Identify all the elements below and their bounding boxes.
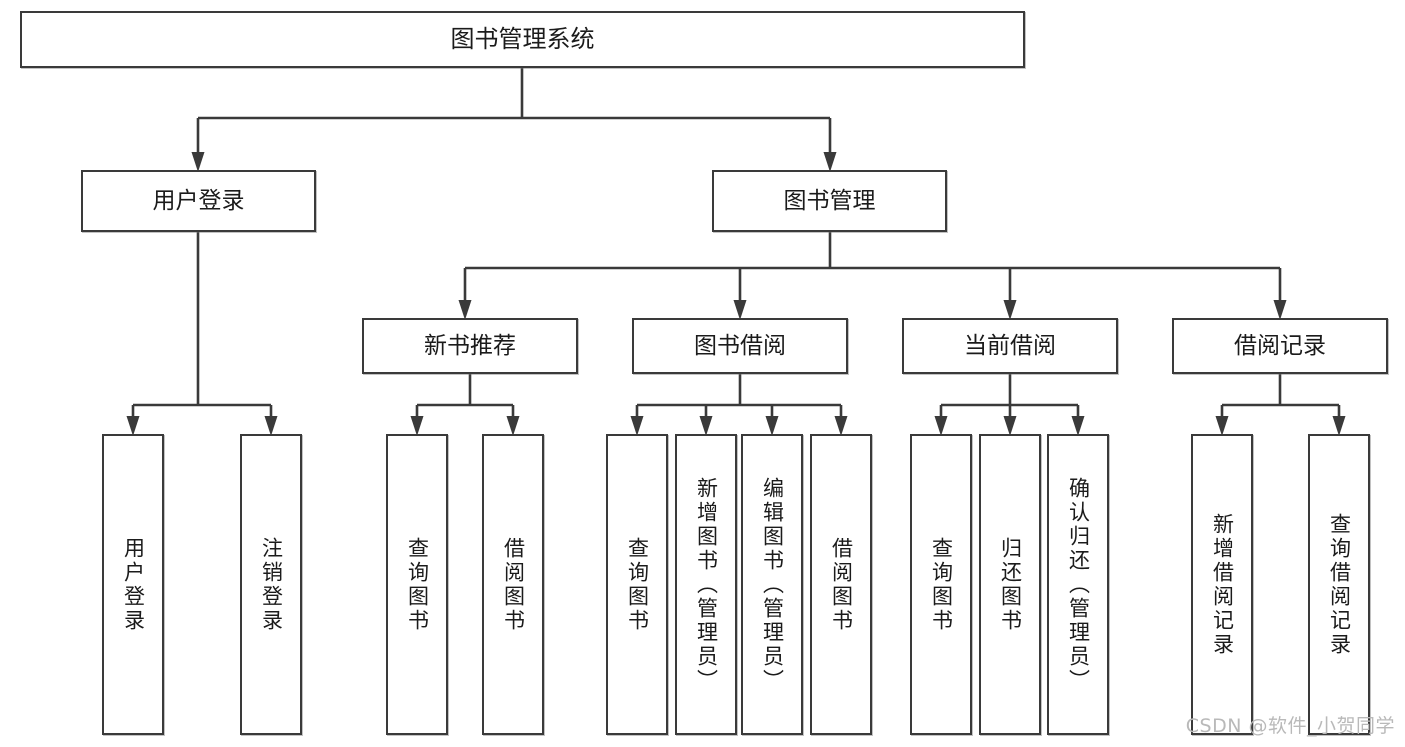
node-label: 借阅图书 xyxy=(829,536,854,633)
leaf-user-login-logout[interactable]: 注销登录 xyxy=(240,434,302,735)
node-current-borrow[interactable]: 当前借阅 xyxy=(902,318,1118,374)
node-label: 图书管理系统 xyxy=(450,24,595,53)
leaf-borrow-record-add[interactable]: 新增借阅记录 xyxy=(1191,434,1253,735)
node-label: 借阅图书 xyxy=(501,536,526,633)
node-label: 编辑图书（管理员） xyxy=(760,476,785,693)
node-new-book-recommend[interactable]: 新书推荐 xyxy=(362,318,578,374)
node-root-system[interactable]: 图书管理系统 xyxy=(20,11,1025,68)
leaf-new-book-query[interactable]: 查询图书 xyxy=(386,434,448,735)
node-label: 新增借阅记录 xyxy=(1210,512,1235,657)
leaf-user-login-login[interactable]: 用户登录 xyxy=(102,434,164,735)
node-label: 查询借阅记录 xyxy=(1327,512,1352,657)
node-borrow-record[interactable]: 借阅记录 xyxy=(1172,318,1388,374)
leaf-book-borrow-borrow[interactable]: 借阅图书 xyxy=(810,434,872,735)
node-label: 新书推荐 xyxy=(424,332,516,359)
node-label: 用户登录 xyxy=(121,536,146,633)
node-user-login[interactable]: 用户登录 xyxy=(81,170,316,232)
node-label: 查询图书 xyxy=(625,536,650,633)
leaf-book-borrow-query[interactable]: 查询图书 xyxy=(606,434,668,735)
leaf-current-borrow-query[interactable]: 查询图书 xyxy=(910,434,972,735)
node-book-borrow[interactable]: 图书借阅 xyxy=(632,318,848,374)
node-label: 查询图书 xyxy=(405,536,430,633)
node-label: 图书借阅 xyxy=(694,332,786,359)
leaf-book-borrow-edit[interactable]: 编辑图书（管理员） xyxy=(741,434,803,735)
node-label: 查询图书 xyxy=(929,536,954,633)
node-label: 当前借阅 xyxy=(964,332,1056,359)
node-book-management[interactable]: 图书管理 xyxy=(712,170,947,232)
node-label: 归还图书 xyxy=(998,536,1023,633)
leaf-new-book-borrow[interactable]: 借阅图书 xyxy=(482,434,544,735)
node-label: 用户登录 xyxy=(152,187,245,214)
leaf-borrow-record-query[interactable]: 查询借阅记录 xyxy=(1308,434,1370,735)
leaf-current-borrow-return[interactable]: 归还图书 xyxy=(979,434,1041,735)
node-label: 新增图书（管理员） xyxy=(694,476,719,693)
leaf-book-borrow-add[interactable]: 新增图书（管理员） xyxy=(675,434,737,735)
node-label: 注销登录 xyxy=(259,536,284,633)
node-label: 确认归还（管理员） xyxy=(1066,476,1091,693)
leaf-current-borrow-confirm-return[interactable]: 确认归还（管理员） xyxy=(1047,434,1109,735)
node-label: 图书管理 xyxy=(783,187,876,214)
node-label: 借阅记录 xyxy=(1234,332,1326,359)
